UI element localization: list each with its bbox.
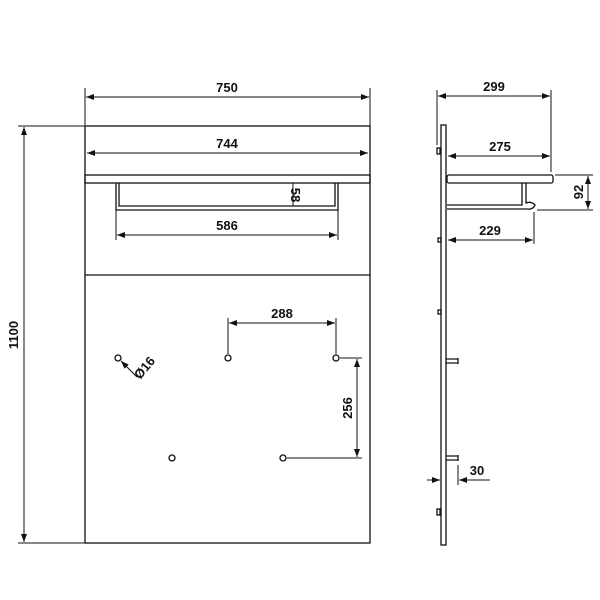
mount-hole	[114, 354, 122, 362]
towel-rail	[115, 183, 339, 211]
hook-spacing-h-label: 288	[271, 306, 293, 321]
side-hook	[446, 358, 459, 364]
front-view: 750 744 58 586 1100 Ø16 288 256	[6, 80, 371, 544]
hook-hole	[332, 354, 340, 362]
rail-drop-label: 58	[288, 188, 303, 202]
hole-diameter-label: Ø16	[131, 353, 158, 381]
hole-diameter-leader	[120, 360, 138, 378]
side-rail-bracket	[447, 183, 536, 210]
width-label: 750	[216, 80, 238, 95]
front-panel	[84, 125, 371, 544]
wall-fixing	[436, 147, 441, 155]
rail-depth-label: 229	[479, 223, 501, 238]
side-hook	[446, 455, 459, 461]
depth-label: 299	[483, 79, 505, 94]
shelf-height-label: 92	[571, 185, 586, 199]
shelf-board	[84, 174, 371, 184]
hook-depth-label: 30	[470, 463, 484, 478]
shelf-depth-label: 275	[489, 139, 511, 154]
hook-spacing-v-label: 256	[340, 397, 355, 419]
side-shelf	[446, 174, 554, 184]
shelf-width-label: 744	[216, 136, 238, 151]
height-label: 1100	[6, 321, 21, 349]
hook-hole	[168, 454, 176, 462]
hook-hole	[224, 354, 232, 362]
rail-width-label: 586	[216, 218, 238, 233]
side-view: 299 275 92 229 30	[427, 79, 593, 546]
hook-hole	[279, 454, 287, 462]
side-panel	[440, 124, 447, 546]
wall-fixing	[436, 508, 441, 516]
